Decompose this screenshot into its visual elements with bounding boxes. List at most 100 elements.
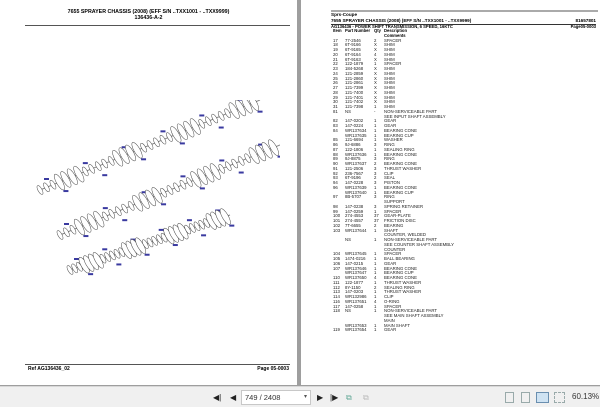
part-disc bbox=[127, 201, 135, 211]
part-disc bbox=[159, 135, 167, 145]
description-cell: GEAR bbox=[384, 327, 397, 333]
item-cell: 87 bbox=[333, 146, 338, 152]
item-cell: 116 bbox=[333, 298, 340, 304]
qty-cell: 1 bbox=[374, 251, 377, 257]
item-cell: 119 bbox=[333, 327, 340, 333]
page-value: 749 / 2408 bbox=[245, 393, 281, 402]
page-number-input[interactable]: 749 / 2408 ▾ bbox=[241, 390, 311, 405]
two-page-continuous-icon[interactable] bbox=[554, 392, 565, 403]
item-cell: 88 bbox=[333, 151, 338, 157]
description-cell: SHAFT bbox=[384, 227, 399, 233]
description-cell: BEARING CONE bbox=[384, 275, 417, 281]
item-cell: 18 bbox=[333, 42, 338, 48]
part-disc bbox=[86, 213, 98, 230]
callout-label bbox=[63, 190, 69, 193]
qty-cell: - bbox=[374, 108, 376, 114]
part-number-cell: WR137634 bbox=[345, 127, 367, 133]
prev-page-icon[interactable]: ◀ bbox=[230, 393, 237, 402]
item-cell: 26 bbox=[333, 80, 338, 86]
qty-cell: 1 bbox=[374, 270, 377, 276]
description-cell: CLIP bbox=[384, 170, 394, 176]
part-number-cell: 121-7402 bbox=[345, 99, 364, 105]
part-disc bbox=[218, 164, 226, 174]
callout-label bbox=[229, 224, 235, 227]
next-page-icon[interactable]: ▶ bbox=[317, 393, 324, 402]
doc-number: 81657801 bbox=[575, 17, 596, 23]
two-page-icon[interactable] bbox=[536, 392, 549, 403]
part-disc bbox=[198, 119, 206, 129]
part-number-cell: 121-2861 bbox=[345, 80, 364, 86]
chevron-down-icon[interactable]: ▾ bbox=[303, 394, 307, 400]
part-number-cell: 147-0224 bbox=[345, 123, 364, 129]
part-number-cell: WR132986 bbox=[345, 294, 367, 300]
qty-cell: 3 bbox=[374, 194, 377, 200]
part-disc bbox=[156, 234, 163, 244]
description-cell: COUNTER, WELDED bbox=[384, 232, 427, 238]
item-cell: 92 bbox=[333, 170, 338, 176]
first-page-icon[interactable]: ◀| bbox=[213, 393, 222, 402]
description-cell: BEARING CUP bbox=[384, 189, 414, 195]
zoom-level[interactable]: 60.13% bbox=[572, 392, 600, 401]
part-disc bbox=[93, 210, 105, 228]
description-cell: THRUST WASHER bbox=[384, 165, 422, 171]
item-cell: 17 bbox=[333, 37, 338, 43]
part-disc bbox=[56, 230, 64, 240]
part-number-cell: 7T-6655 bbox=[345, 222, 361, 228]
part-number-cell: 121-7401 bbox=[345, 94, 364, 100]
part-disc bbox=[43, 182, 50, 193]
description-cell: SHIM bbox=[384, 47, 395, 53]
left-page: 7655 SPRAYER CHASSIS (2008) (EFF S/N ..T… bbox=[0, 0, 297, 385]
part-disc bbox=[219, 208, 231, 225]
table-header: Item Part Number Qty Description bbox=[331, 28, 407, 33]
part-disc bbox=[113, 249, 121, 259]
qty-cell: X bbox=[374, 94, 377, 100]
qty-cell: 2 bbox=[374, 175, 377, 181]
part-disc bbox=[198, 220, 206, 230]
callout-label bbox=[257, 110, 263, 113]
part-disc bbox=[170, 126, 182, 143]
single-page-icon[interactable] bbox=[505, 392, 514, 403]
qty-cell: 4 bbox=[374, 298, 377, 304]
table-row: SEE INPUT SHAFT ASSEMBLY bbox=[331, 113, 454, 120]
part-disc bbox=[49, 180, 57, 190]
qty-cell: X bbox=[374, 56, 377, 62]
part-disc bbox=[237, 156, 245, 166]
rotate-icon[interactable]: ⧉ bbox=[346, 393, 352, 402]
part-number-cell: WR137639 bbox=[345, 184, 367, 190]
qty-cell: 1 bbox=[374, 132, 377, 138]
part-number-cell: 6T-9196 bbox=[345, 175, 361, 181]
table-row: SEE MAIN SHAFT ASSEMBLY bbox=[331, 313, 454, 319]
part-disc bbox=[153, 137, 160, 148]
footer-page: Page 05-0003 bbox=[257, 366, 289, 372]
description-cell: SHIM bbox=[384, 70, 395, 76]
last-page-icon[interactable]: |▶ bbox=[330, 393, 339, 402]
description-cell: SEE INPUT SHAFT ASSEMBLY bbox=[384, 113, 446, 119]
description-cell: SEALING RING bbox=[384, 284, 415, 290]
part-number-cell: 122-1879 bbox=[345, 61, 364, 67]
qty-cell: 1 bbox=[374, 303, 377, 309]
qty-cell: 2 bbox=[374, 284, 377, 290]
qty-cell: 1 bbox=[374, 265, 377, 271]
callout-label bbox=[238, 171, 244, 174]
qty-cell: 3 bbox=[374, 170, 377, 176]
continuous-icon[interactable] bbox=[521, 392, 530, 403]
part-disc bbox=[176, 123, 188, 140]
copy-icon[interactable]: ⧉ bbox=[363, 393, 369, 402]
part-disc bbox=[60, 171, 72, 188]
item-cell: 100 bbox=[333, 213, 341, 219]
part-number-cell: 6T-9164 bbox=[345, 51, 361, 57]
part-disc bbox=[88, 164, 96, 174]
part-disc bbox=[261, 142, 273, 159]
